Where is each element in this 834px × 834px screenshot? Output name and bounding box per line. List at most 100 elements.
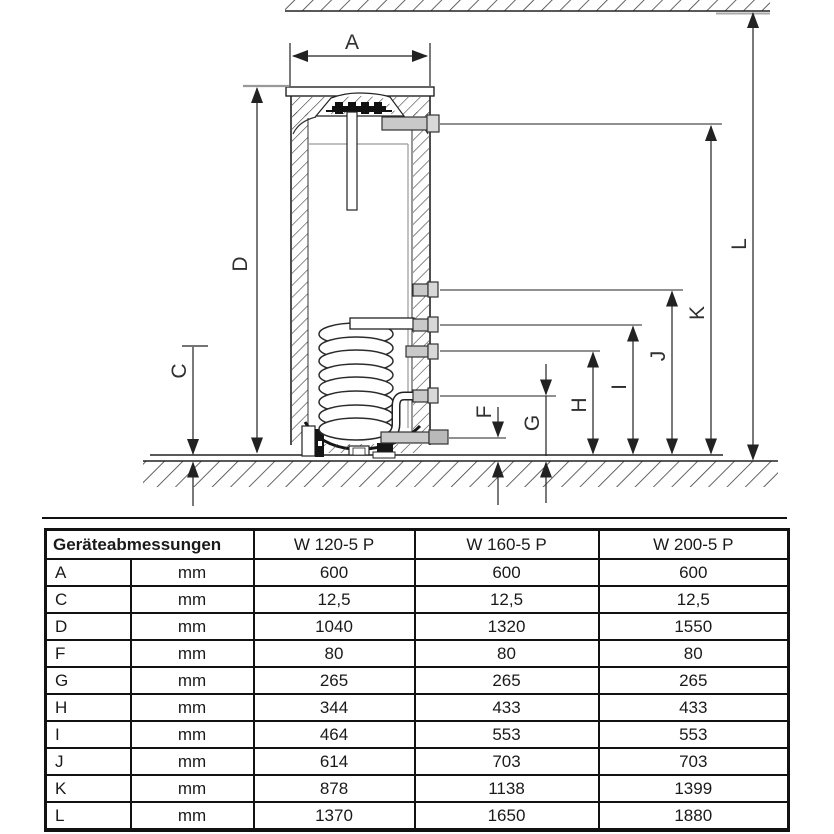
dim-label-k: K bbox=[686, 306, 709, 320]
row-unit: mm bbox=[129, 801, 255, 832]
table-row: A mm 600 600 600 bbox=[44, 558, 790, 587]
dimension-d bbox=[243, 84, 289, 454]
row-value: 1370 bbox=[252, 801, 416, 832]
row-value: 553 bbox=[597, 720, 790, 749]
row-unit: mm bbox=[129, 747, 255, 776]
coil-flow-pipe bbox=[349, 317, 415, 330]
row-value: 12,5 bbox=[597, 585, 790, 614]
row-dim: C bbox=[44, 585, 132, 614]
row-dim: J bbox=[44, 747, 132, 776]
row-value: 703 bbox=[413, 747, 600, 776]
row-value: 1040 bbox=[252, 612, 416, 641]
row-dim: F bbox=[44, 639, 132, 668]
row-unit: mm bbox=[129, 585, 255, 614]
row-value: 80 bbox=[597, 639, 790, 668]
row-unit: mm bbox=[129, 612, 255, 641]
connection-fitting-g bbox=[412, 387, 556, 404]
row-dim: G bbox=[44, 666, 132, 695]
row-unit: mm bbox=[129, 666, 255, 695]
row-value: 1320 bbox=[413, 612, 600, 641]
row-value: 265 bbox=[597, 666, 790, 695]
dip-tube bbox=[346, 111, 358, 211]
dim-label-h: H bbox=[568, 397, 591, 412]
connection-fitting-h bbox=[405, 343, 600, 360]
row-unit: mm bbox=[129, 720, 255, 749]
dim-label-a: A bbox=[345, 31, 359, 54]
table-row: L mm 1370 1650 1880 bbox=[44, 801, 790, 832]
dimensions-table: Geräteabmessungen W 120-5 P W 160-5 P W … bbox=[44, 528, 790, 832]
row-value: 878 bbox=[252, 774, 416, 803]
row-value: 265 bbox=[413, 666, 600, 695]
connection-fitting-k bbox=[381, 114, 722, 133]
base-frame bbox=[322, 444, 422, 453]
heating-coil bbox=[318, 322, 394, 441]
row-dim: A bbox=[44, 558, 132, 587]
dimension-diagram: A D C F G H I J K L bbox=[143, 0, 778, 506]
dim-label-i: I bbox=[608, 384, 631, 390]
row-value: 1650 bbox=[413, 801, 600, 832]
dim-label-l: L bbox=[728, 238, 751, 250]
table-row: H mm 344 433 433 bbox=[44, 693, 790, 722]
row-unit: mm bbox=[129, 639, 255, 668]
right-foot-plate bbox=[372, 451, 396, 459]
row-dim: H bbox=[44, 693, 132, 722]
connection-fitting-f bbox=[380, 429, 506, 445]
dimension-a bbox=[289, 43, 431, 86]
right-foot bbox=[377, 443, 393, 454]
model-col-1: W 120-5 P bbox=[252, 528, 416, 560]
model-col-2: W 160-5 P bbox=[413, 528, 600, 560]
left-foot-plate bbox=[301, 425, 316, 457]
row-value: 433 bbox=[597, 693, 790, 722]
dimensions-table-wrap: Geräteabmessungen W 120-5 P W 160-5 P W … bbox=[44, 528, 790, 832]
row-value: 600 bbox=[413, 558, 600, 587]
table-row: K mm 878 1138 1399 bbox=[44, 774, 790, 803]
table-row: C mm 12,5 12,5 12,5 bbox=[44, 585, 790, 614]
dim-label-c: C bbox=[168, 363, 191, 378]
row-value: 80 bbox=[252, 639, 416, 668]
row-value: 600 bbox=[252, 558, 416, 587]
dim-label-d: D bbox=[229, 256, 252, 271]
row-value: 703 bbox=[597, 747, 790, 776]
row-value: 1880 bbox=[597, 801, 790, 832]
row-value: 80 bbox=[413, 639, 600, 668]
tank-wall-left bbox=[292, 112, 308, 443]
row-dim: L bbox=[44, 801, 132, 832]
row-value: 614 bbox=[252, 747, 416, 776]
tank-wall-right bbox=[413, 112, 429, 443]
dim-label-j: J bbox=[647, 351, 670, 362]
connection-fitting-j bbox=[412, 281, 683, 298]
connection-fitting-i bbox=[412, 316, 642, 333]
row-unit: mm bbox=[129, 774, 255, 803]
floor-hatch bbox=[143, 454, 778, 488]
figure-separator-rule bbox=[42, 517, 787, 519]
table-row: F mm 80 80 80 bbox=[44, 639, 790, 668]
table-row: I mm 464 553 553 bbox=[44, 720, 790, 749]
row-dim: D bbox=[44, 612, 132, 641]
row-unit: mm bbox=[129, 558, 255, 587]
ceiling-hatch bbox=[285, 0, 770, 15]
row-value: 1138 bbox=[413, 774, 600, 803]
table-header-row: Geräteabmessungen W 120-5 P W 160-5 P W … bbox=[44, 528, 790, 560]
row-dim: K bbox=[44, 774, 132, 803]
row-value: 433 bbox=[413, 693, 600, 722]
storage-tank bbox=[285, 86, 435, 459]
row-dim: I bbox=[44, 720, 132, 749]
dimensions-table-body: A mm 600 600 600 C mm 12,5 12,5 12,5 D m… bbox=[44, 558, 790, 832]
table-row: J mm 614 703 703 bbox=[44, 747, 790, 776]
row-value: 1550 bbox=[597, 612, 790, 641]
row-value: 12,5 bbox=[252, 585, 416, 614]
table-title: Geräteabmessungen bbox=[44, 528, 255, 560]
row-value: 553 bbox=[413, 720, 600, 749]
row-value: 1399 bbox=[597, 774, 790, 803]
row-value: 265 bbox=[252, 666, 416, 695]
dim-label-f: F bbox=[473, 406, 496, 419]
row-value: 464 bbox=[252, 720, 416, 749]
row-value: 344 bbox=[252, 693, 416, 722]
dim-label-g: G bbox=[521, 415, 544, 431]
flange-bolts bbox=[326, 102, 392, 114]
dimension-c bbox=[182, 345, 208, 506]
row-value: 600 bbox=[597, 558, 790, 587]
model-col-3: W 200-5 P bbox=[597, 528, 790, 560]
row-value: 12,5 bbox=[413, 585, 600, 614]
